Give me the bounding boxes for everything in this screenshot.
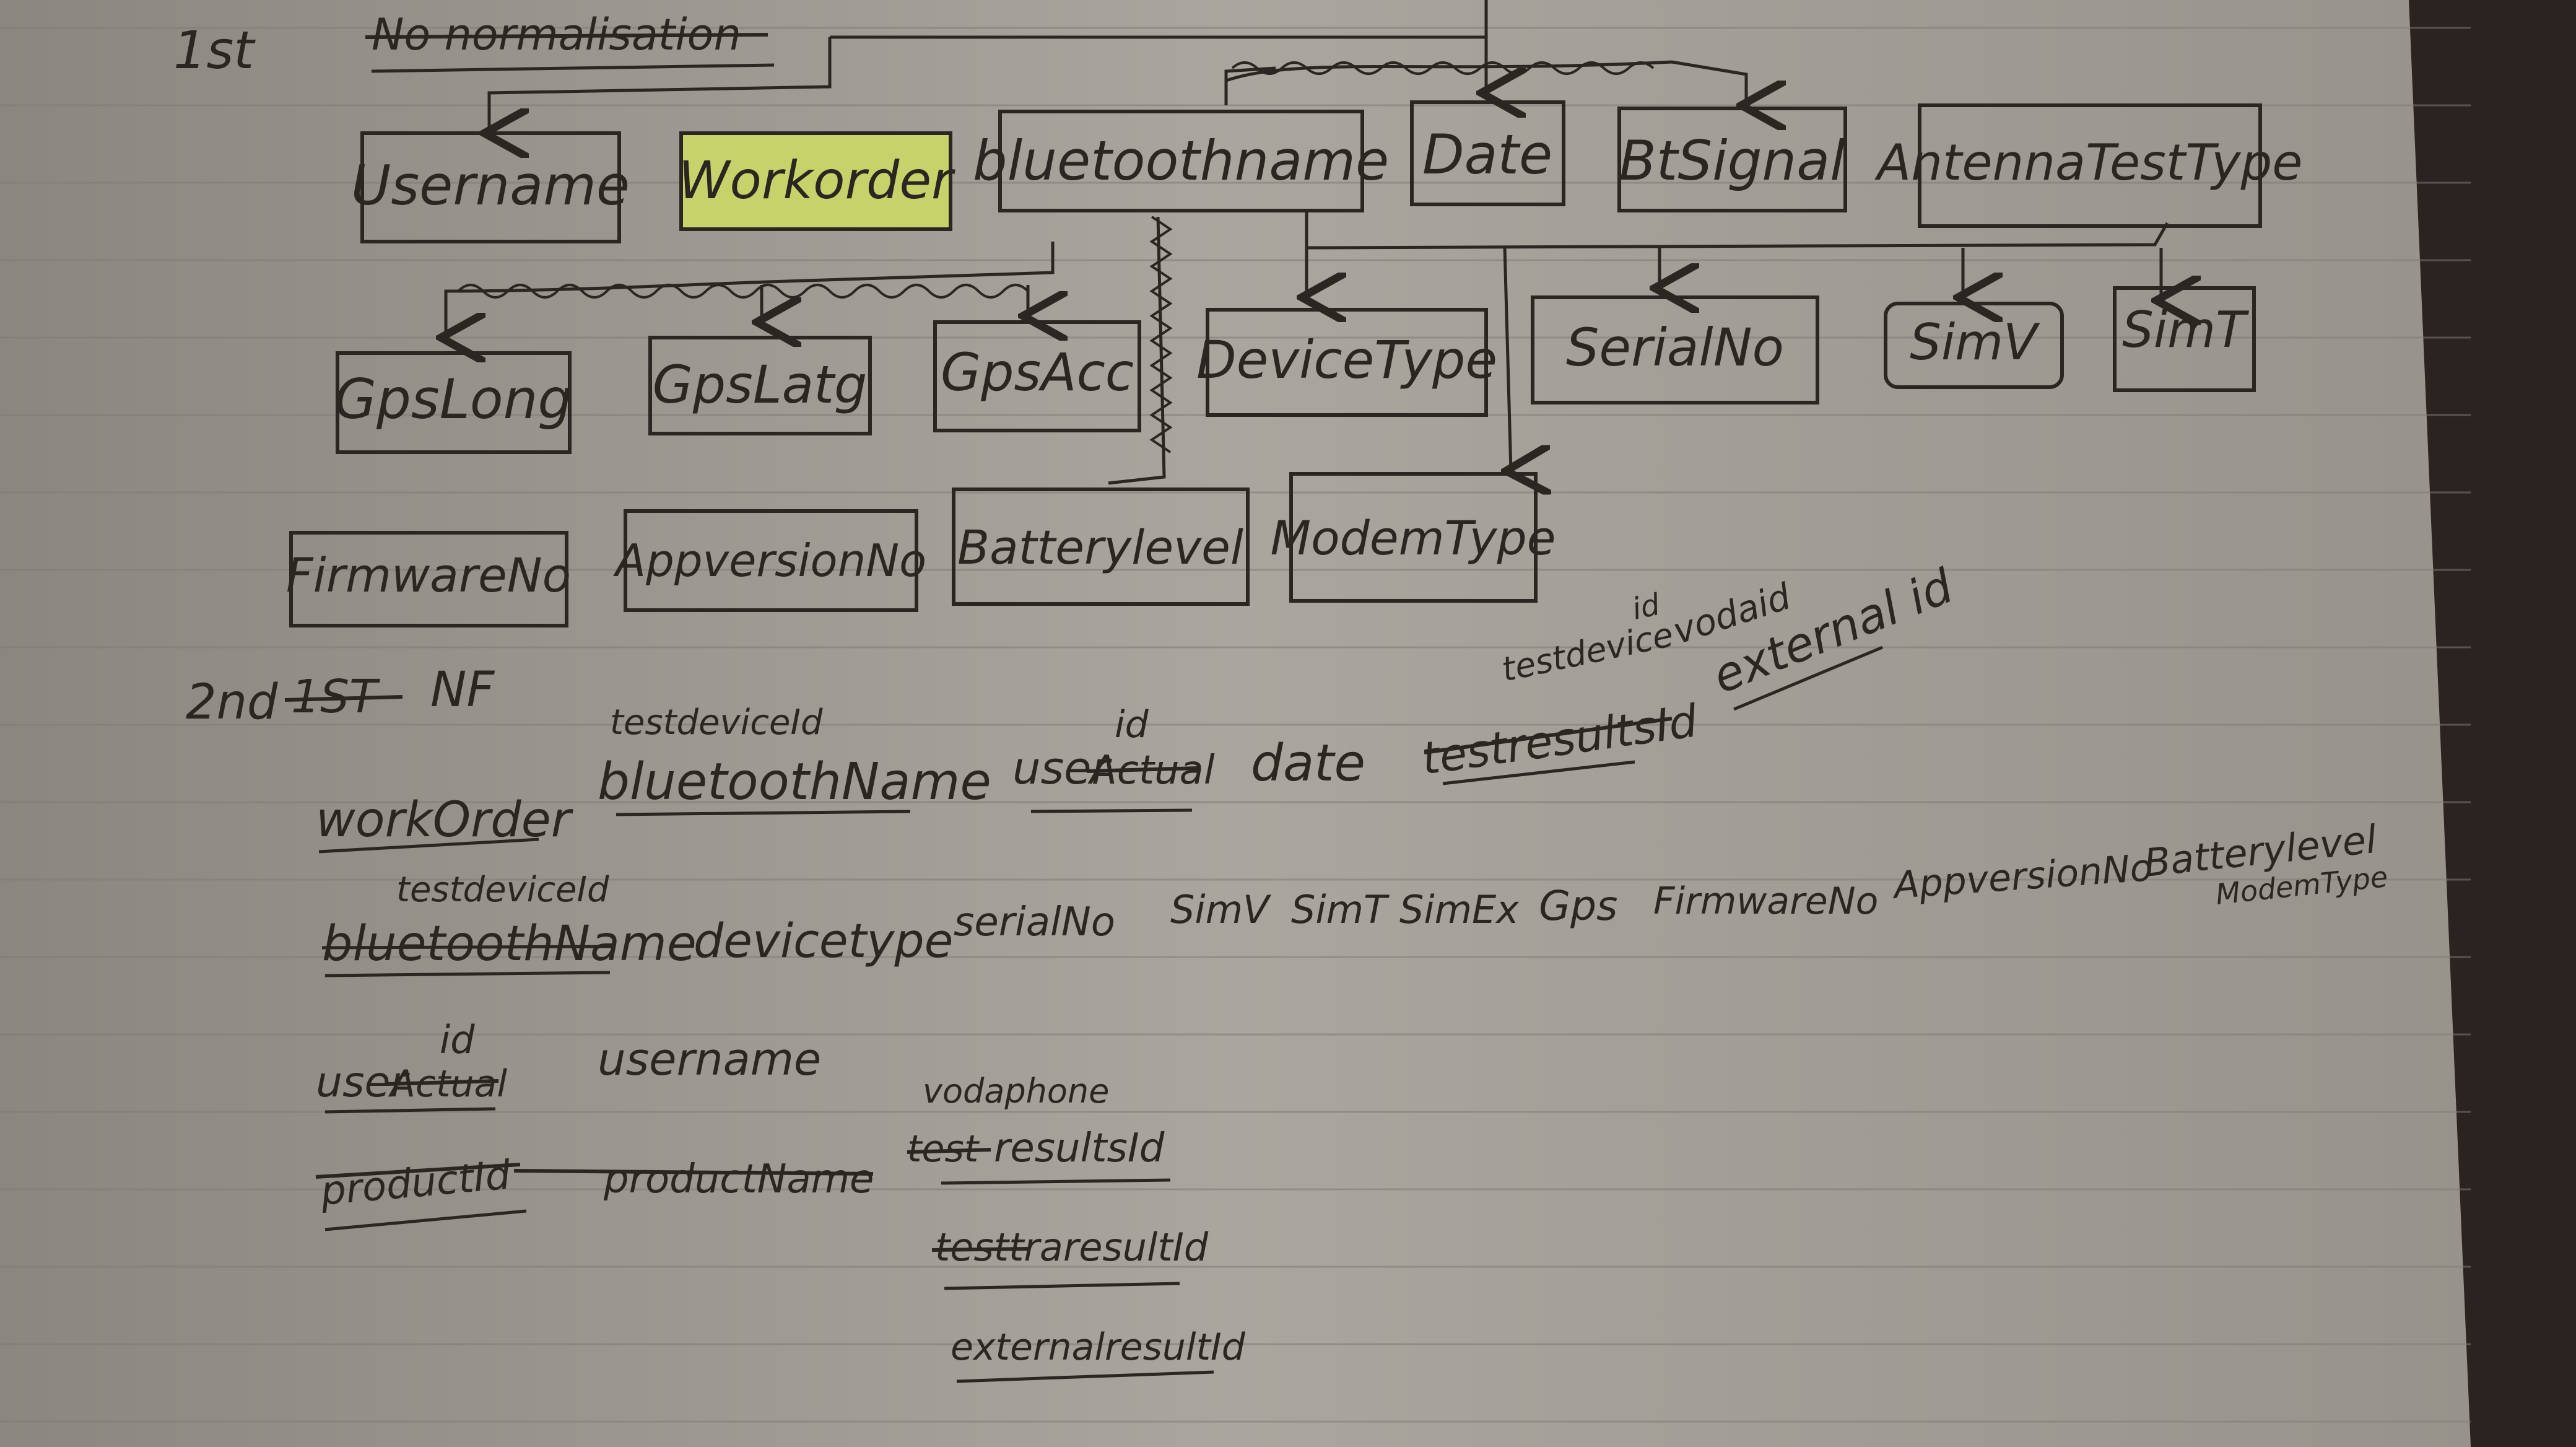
svg-text:GpsLatg: GpsLatg xyxy=(653,354,868,415)
svg-text:GpsLong: GpsLong xyxy=(334,367,572,431)
productname-struck: productName xyxy=(603,1156,874,1202)
entity-box-simt: SimT xyxy=(2113,286,2256,392)
entity-box-username: Username xyxy=(351,131,630,243)
svg-text:Batterylevel: Batterylevel xyxy=(957,520,1243,575)
test-strike xyxy=(907,1148,991,1154)
bluetoothname-strike-2 xyxy=(321,945,614,950)
svg-text:Date: Date xyxy=(1422,123,1552,186)
id-above-3: id xyxy=(440,1017,475,1062)
firmwareno-attr: FirmwareNo xyxy=(1653,880,1878,923)
entity-box-appversionno: AppversionNo xyxy=(613,509,926,612)
simex-attr: SimEx xyxy=(1399,887,1520,932)
id-above-1: id xyxy=(1115,703,1149,746)
externalresultid: externalresultId xyxy=(951,1326,1246,1369)
bluetoothname-underline-2 xyxy=(324,971,611,977)
user-strike-3 xyxy=(386,1079,499,1086)
simt-attr: SimT xyxy=(1291,887,1390,932)
bluetoothname-key-1: bluetoothName xyxy=(598,753,991,811)
testresultsid-strike xyxy=(1424,717,1673,754)
second-heading-strike xyxy=(284,695,403,702)
externalresultid-underline xyxy=(956,1370,1214,1383)
testtraresultid: testtraresultId xyxy=(935,1225,1209,1270)
paper-sheet xyxy=(0,0,2471,1447)
vodaphone: vodaphone xyxy=(923,1072,1109,1111)
resultsid-underline xyxy=(941,1178,1171,1185)
ruled-lines xyxy=(0,27,2471,1423)
bluetoothname-2: bluetoothName xyxy=(322,916,697,972)
second-heading: 2nd xyxy=(186,675,278,730)
svg-text:DeviceType: DeviceType xyxy=(1196,330,1497,390)
first-title-strike xyxy=(365,33,768,39)
date-attr: date xyxy=(1251,734,1365,793)
svg-text:SimT: SimT xyxy=(2122,301,2250,359)
serialno-attr: serialNo xyxy=(954,899,1115,945)
svg-text:SerialNo: SerialNo xyxy=(1566,317,1784,378)
entity-box-batterylevel: Batterylevel xyxy=(952,487,1250,606)
svg-text:AppversionNo: AppversionNo xyxy=(613,535,926,587)
testdeviceid-above-1: testdeviceId xyxy=(610,702,823,743)
svg-text:GpsAcc: GpsAcc xyxy=(941,342,1134,403)
user-prefix-1: user xyxy=(1012,742,1112,794)
entity-box-devicetype: DeviceType xyxy=(1196,308,1497,417)
svg-text:FirmwareNo: FirmwareNo xyxy=(286,548,571,603)
user-underline-3 xyxy=(324,1107,496,1114)
testresultsid-underline xyxy=(1442,760,1635,785)
productid-strike xyxy=(315,1163,521,1179)
first-title-underline xyxy=(371,63,775,73)
testdeviceid-above-2: testdeviceId xyxy=(396,870,609,910)
svg-text:Workorder: Workorder xyxy=(678,150,955,211)
testtraresultid-strike xyxy=(931,1247,1029,1252)
svg-text:BtSignal: BtSignal xyxy=(1619,129,1845,193)
workorder-underline xyxy=(318,837,539,854)
entity-box-serialno: SerialNo xyxy=(1531,295,1819,404)
entity-box-gpsacc: GpsAcc xyxy=(933,320,1141,432)
productid-underline xyxy=(324,1209,527,1231)
entity-box-gpslong: GpsLong xyxy=(334,351,572,454)
entity-box-date: Date xyxy=(1410,100,1565,206)
bluetoothname-underline-1 xyxy=(616,810,911,816)
entity-box-btsignal: BtSignal xyxy=(1617,107,1847,212)
first-heading: 1st xyxy=(173,20,256,81)
entity-box-simv: SimV xyxy=(1884,302,2064,389)
entity-box-workorder: Workorder xyxy=(678,131,955,231)
gps-attr: Gps xyxy=(1539,882,1617,930)
svg-text:SimV: SimV xyxy=(1910,313,2040,371)
svg-text:AntennaTestType: AntennaTestType xyxy=(1874,134,2303,191)
testtraresultid-underline xyxy=(944,1282,1180,1290)
devicetype-attr: devicetype xyxy=(694,913,953,968)
entity-box-modemtype: ModemType xyxy=(1271,472,1556,603)
svg-text:ModemType: ModemType xyxy=(1271,510,1556,566)
simv-attr: SimV xyxy=(1170,887,1272,932)
entity-box-bluetoothname: bluetoothname xyxy=(973,110,1389,212)
resultsid: resultsId xyxy=(994,1126,1165,1171)
entity-box-antennatesttype: AntennaTestType xyxy=(1874,103,2303,228)
entity-box-gpslatg: GpsLatg xyxy=(648,336,872,435)
svg-text:bluetoothname: bluetoothname xyxy=(973,129,1389,193)
svg-text:Username: Username xyxy=(351,154,630,217)
productname-strike xyxy=(513,1169,874,1176)
wavy-annotation xyxy=(457,61,1655,453)
username-attr: username xyxy=(598,1033,821,1085)
user-strike-1 xyxy=(1086,766,1199,773)
second-heading-suffix: NF xyxy=(430,662,495,718)
entity-box-firmwareno: FirmwareNo xyxy=(286,531,571,627)
user-underline-1 xyxy=(1030,808,1193,813)
externalid-underline xyxy=(1733,645,1883,711)
